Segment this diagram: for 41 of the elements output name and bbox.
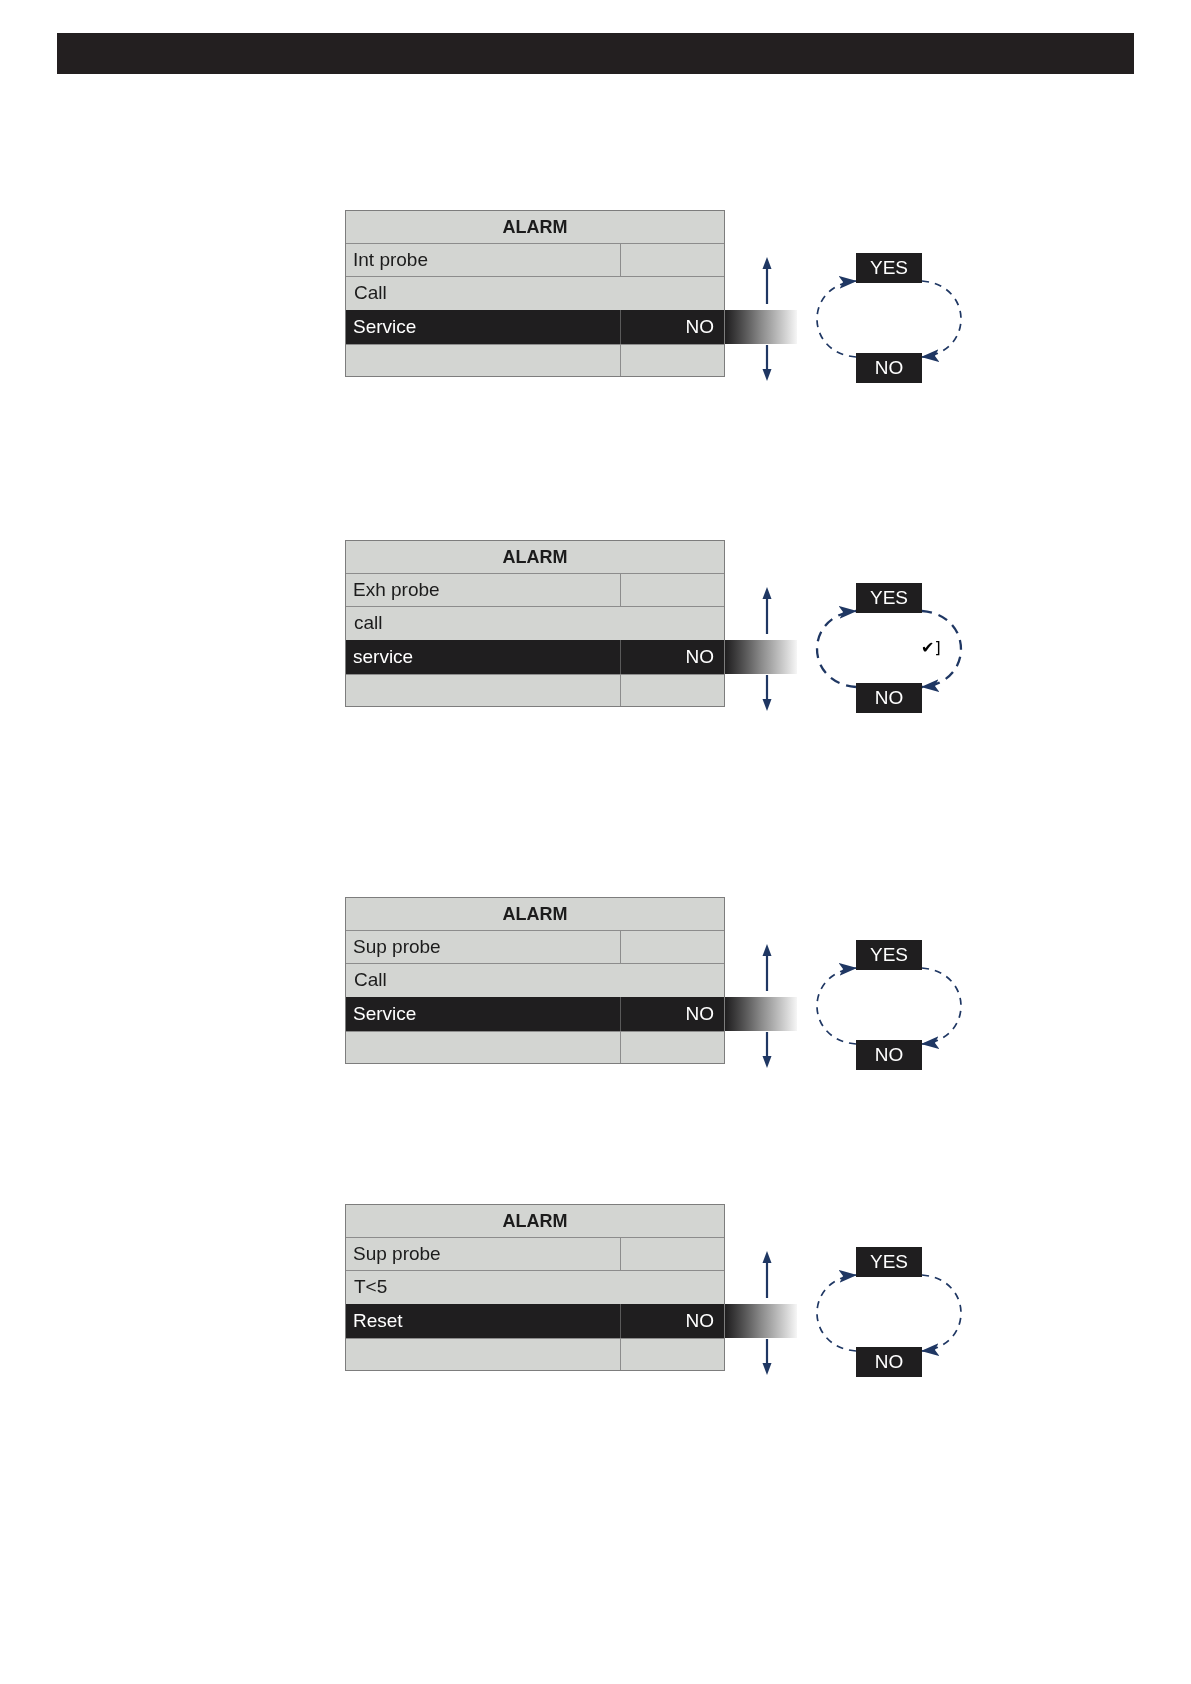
- lcd-menu-table: [345, 210, 725, 377]
- menu-item: Exh probe: [353, 577, 440, 602]
- menu-title: ALARM: [502, 215, 568, 239]
- menu-value: NO: [685, 314, 714, 339]
- menu-title: ALARM: [502, 902, 568, 926]
- option-label: NO: [856, 353, 922, 383]
- option-label: NO: [856, 683, 922, 713]
- menu-item: T<5: [354, 1275, 388, 1300]
- menu-item: call: [354, 611, 383, 636]
- cycle-arrow: [816, 1271, 857, 1352]
- menu-item: Call: [354, 968, 387, 993]
- check-mark-label: ✔]: [921, 637, 941, 659]
- cycle-arrow: [816, 607, 857, 689]
- menu-item: Service: [353, 1001, 417, 1026]
- menu-item: Service: [353, 314, 417, 339]
- menu-item: Sup probe: [353, 1241, 441, 1266]
- cycle-arrow: [816, 277, 857, 358]
- lcd-menu-table: [345, 1204, 725, 1371]
- menu-item: Reset: [353, 1308, 403, 1333]
- option-label: NO: [856, 1347, 922, 1377]
- cycle-arrow: [921, 967, 962, 1048]
- menu-value: NO: [685, 1001, 714, 1026]
- menu-value: NO: [685, 644, 714, 669]
- option-label: YES: [856, 583, 922, 613]
- cycle-arrow: [816, 964, 857, 1045]
- option-label: YES: [856, 1247, 922, 1277]
- lcd-menu-table: [345, 897, 725, 1064]
- menu-title: ALARM: [502, 1209, 568, 1233]
- lcd-menu-table: [345, 540, 725, 707]
- option-label: YES: [856, 940, 922, 970]
- cycle-arrow: [921, 609, 962, 691]
- menu-item: service: [353, 644, 414, 669]
- cycle-arrow: [921, 280, 962, 361]
- menu-title: ALARM: [502, 545, 568, 569]
- cycle-arrow: [921, 1274, 962, 1355]
- menu-item: Sup probe: [353, 934, 441, 959]
- option-label: NO: [856, 1040, 922, 1070]
- menu-item: Int probe: [353, 247, 428, 272]
- option-label: YES: [856, 253, 922, 283]
- menu-item: Call: [354, 281, 387, 306]
- menu-value: NO: [685, 1308, 714, 1333]
